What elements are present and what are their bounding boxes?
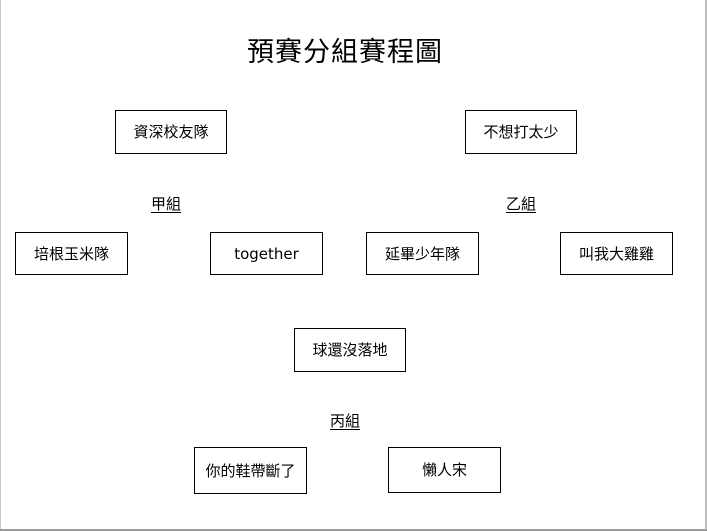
team-name: together [234, 244, 299, 263]
team-name: 你的鞋帶斷了 [205, 461, 296, 480]
slide-left-edge [0, 0, 1, 531]
team-name: 叫我大雞雞 [578, 244, 654, 263]
team-name: 不想打太少 [483, 123, 559, 141]
group-label-a: 甲組 [151, 195, 182, 213]
match-number: 9 [343, 463, 351, 478]
team-box-c-left: 你的鞋帶斷了 [194, 447, 307, 494]
slide-right-edge [705, 0, 707, 531]
group-label-b: 乙組 [506, 195, 537, 213]
team-name: 懶人宋 [421, 461, 467, 479]
team-box-b-left: 延畢少年隊 [366, 232, 479, 275]
team-box-a-left: 培根玉米隊 [15, 232, 128, 275]
team-box-c-right: 懶人宋 [388, 447, 501, 493]
team-name: 培根玉米隊 [33, 244, 109, 263]
match-number: 3 [165, 250, 173, 265]
team-box-c-top: 球還沒落地 [294, 328, 406, 372]
team-box-b-right: 叫我大雞雞 [560, 232, 673, 275]
match-number: 6 [515, 250, 523, 265]
slide-bottom-edge [0, 529, 707, 531]
team-box-b-top: 不想打太少 [465, 110, 577, 154]
team-box-a-top: 資深校友隊 [115, 110, 227, 154]
page-title: 預賽分組賽程圖 [247, 37, 443, 68]
group-label-c: 丙組 [330, 412, 361, 430]
team-name: 球還沒落地 [312, 341, 388, 359]
team-name: 資深校友隊 [133, 123, 209, 141]
team-box-a-right: together [210, 232, 323, 275]
team-name: 延畢少年隊 [384, 244, 460, 263]
